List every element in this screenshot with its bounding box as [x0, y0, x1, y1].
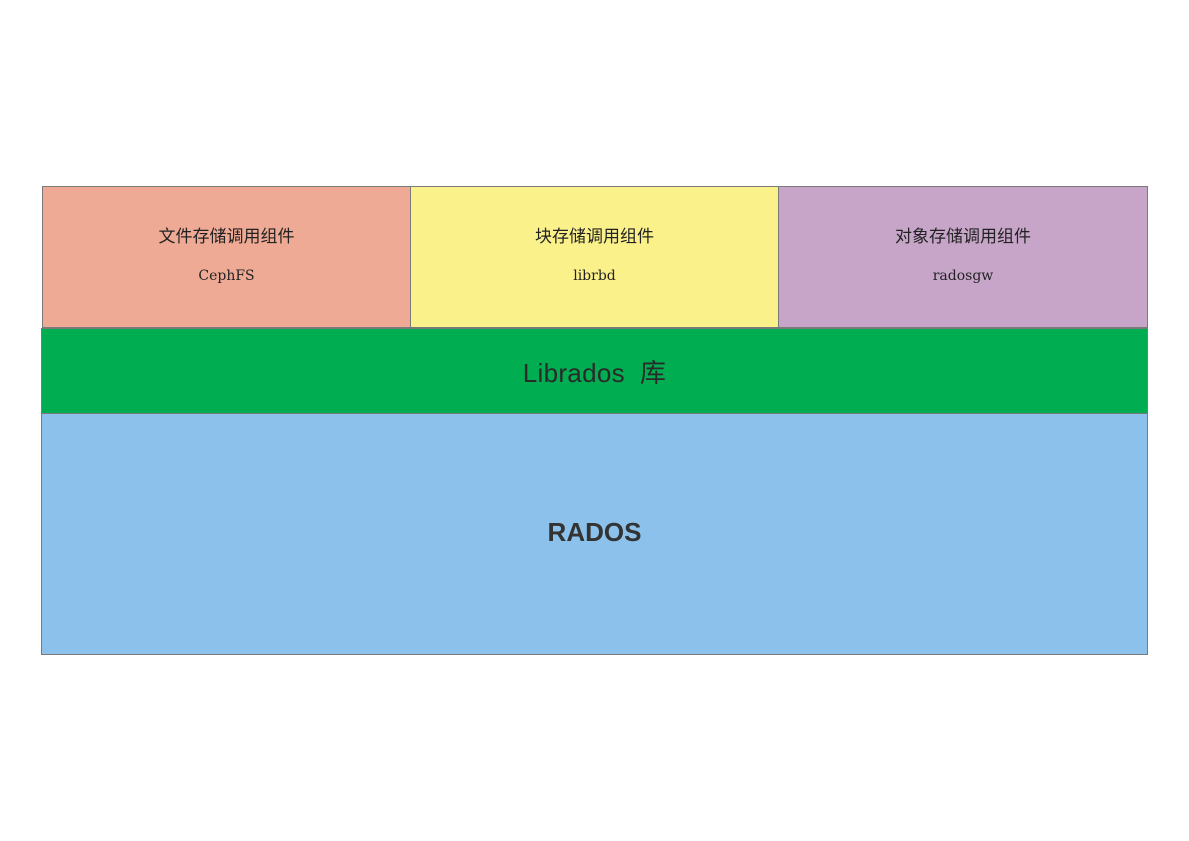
rados-label: RADOS	[547, 516, 642, 547]
file-storage-component-title: 文件存储调用组件	[158, 227, 295, 247]
block-storage-component-title: 块存储调用组件	[535, 227, 654, 247]
librados-label: Librados 库	[522, 357, 667, 388]
librbd-component-box: 块存储调用组件 librbd	[410, 186, 779, 328]
object-storage-component-title: 对象存储调用组件	[895, 227, 1031, 247]
cephfs-label: CephFS	[198, 268, 255, 284]
radosgw-label: radosgw	[932, 268, 994, 284]
cephfs-component-box: 文件存储调用组件 CephFS	[42, 186, 411, 328]
librados-layer: Librados 库	[41, 328, 1148, 414]
radosgw-component-box: 对象存储调用组件 radosgw	[778, 186, 1148, 328]
rados-layer: RADOS	[41, 413, 1148, 655]
librbd-label: librbd	[573, 268, 616, 284]
